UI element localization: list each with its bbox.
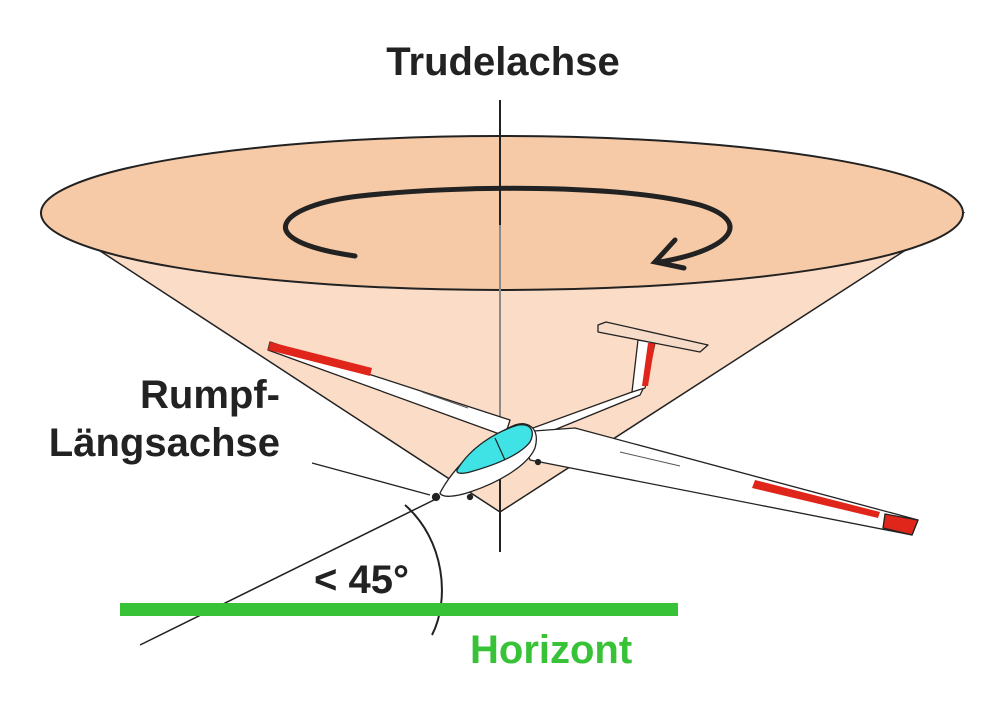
glider (267, 321, 919, 536)
canopy (456, 424, 533, 474)
fin-rudder-red (642, 343, 655, 386)
nose-point (431, 492, 441, 502)
cone-top-ellipse (40, 135, 964, 291)
flight-path-line (139, 496, 441, 646)
right-wing-spoiler (619, 451, 681, 467)
wheel-point (534, 458, 542, 466)
fuselage-axis-label-line1: Rumpf- (140, 373, 280, 417)
skid-point (466, 493, 474, 501)
right-wing-tip (882, 513, 919, 536)
angle-label: < 45° (314, 558, 409, 602)
horizontal-tail (597, 321, 709, 353)
left-wing-tip (268, 342, 372, 376)
canopy-frame (494, 437, 506, 461)
right-wing-red-strip (752, 480, 880, 518)
left-wing-spoiler (421, 391, 469, 409)
fuselage-axis-line (311, 462, 431, 496)
right-wing (519, 427, 919, 536)
horizon-label: Horizont (470, 628, 632, 672)
horizon-line (120, 603, 678, 616)
fuselage-axis-label-line2: Längsachse (49, 421, 280, 465)
spin-axis-label: Trudelachse (386, 40, 619, 84)
circular-arrow-icon (283, 185, 733, 271)
angle-arc (404, 504, 443, 636)
